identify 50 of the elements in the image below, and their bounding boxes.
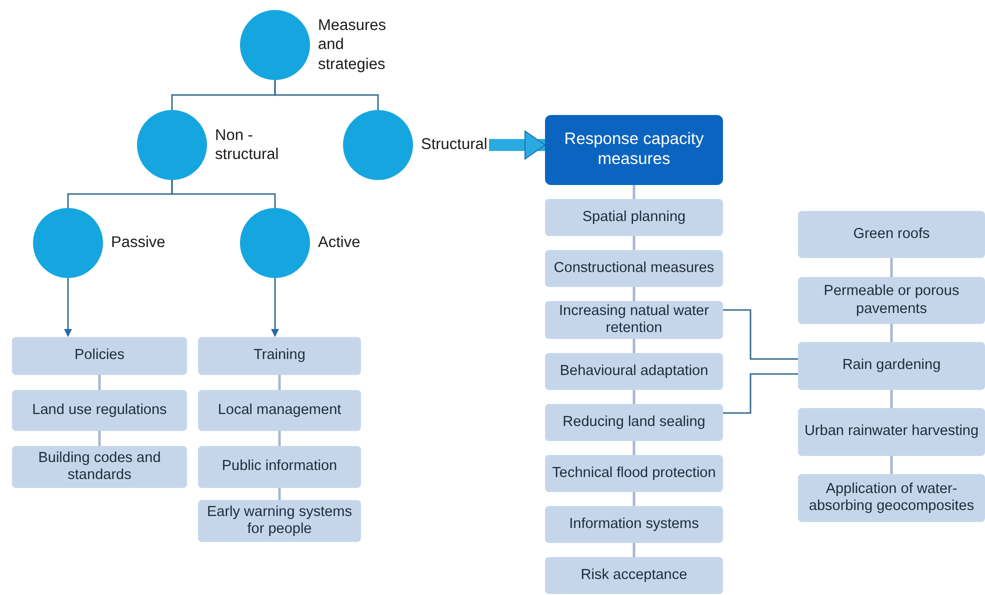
connector-line	[278, 488, 281, 500]
measure-box: Spatial planning	[545, 199, 723, 236]
connector-line	[890, 258, 893, 277]
connector-line	[723, 309, 798, 360]
measure-box: Rain gardening	[798, 342, 985, 390]
connector-line	[171, 180, 276, 208]
measure-box: Constructional measures	[545, 250, 723, 287]
connector-line	[278, 375, 281, 390]
measure-box: Reducing land sealing	[545, 404, 723, 441]
measure-box: Early warning systems for people	[198, 500, 361, 542]
category-label: Non - structural	[215, 126, 280, 164]
measure-box: Technical flood protection	[545, 455, 723, 492]
measure-box: Green roofs	[798, 211, 985, 258]
measure-box: Information systems	[545, 506, 723, 543]
connector-line	[723, 373, 798, 414]
connector-line	[890, 456, 893, 474]
measure-box: Increasing natual water retention	[545, 301, 723, 339]
arrow	[271, 278, 279, 337]
measure-box: Urban rainwater harvesting	[798, 408, 985, 456]
connector-line	[632, 492, 636, 506]
connector-line	[890, 390, 893, 408]
connector-line	[632, 441, 636, 455]
measure-box: Public information	[198, 446, 361, 488]
arrow	[64, 278, 72, 337]
connector-line	[632, 339, 636, 353]
category-label: Measures and strategies	[318, 16, 388, 74]
measure-box: Local management	[198, 390, 361, 431]
arrow	[489, 130, 546, 160]
measure-box: Land use regulations	[12, 390, 187, 431]
connector-line	[632, 390, 636, 404]
connector-line	[98, 431, 101, 446]
measure-box: Application of water-absorbing geocomposites	[798, 474, 985, 522]
measure-box: Permeable or porous pavements	[798, 277, 985, 324]
connector-line	[98, 375, 101, 390]
category-label: Passive	[111, 233, 166, 253]
category-label: Structural	[421, 135, 488, 155]
measure-box: Building codes and standards	[12, 446, 187, 488]
connector-line	[632, 543, 636, 557]
measure-box: Risk acceptance	[545, 557, 723, 594]
header-box: Response capacity measures	[545, 115, 723, 185]
category-label: Active	[318, 233, 360, 253]
connector-line	[890, 324, 893, 342]
measure-box: Training	[198, 337, 361, 375]
measure-box: Behavioural adaptation	[545, 353, 723, 390]
connector-line	[632, 185, 636, 199]
measure-box: Policies	[12, 337, 187, 375]
connector-line	[632, 287, 636, 301]
connector-line	[632, 236, 636, 250]
connector-line	[274, 80, 379, 110]
connector-line	[278, 431, 281, 446]
